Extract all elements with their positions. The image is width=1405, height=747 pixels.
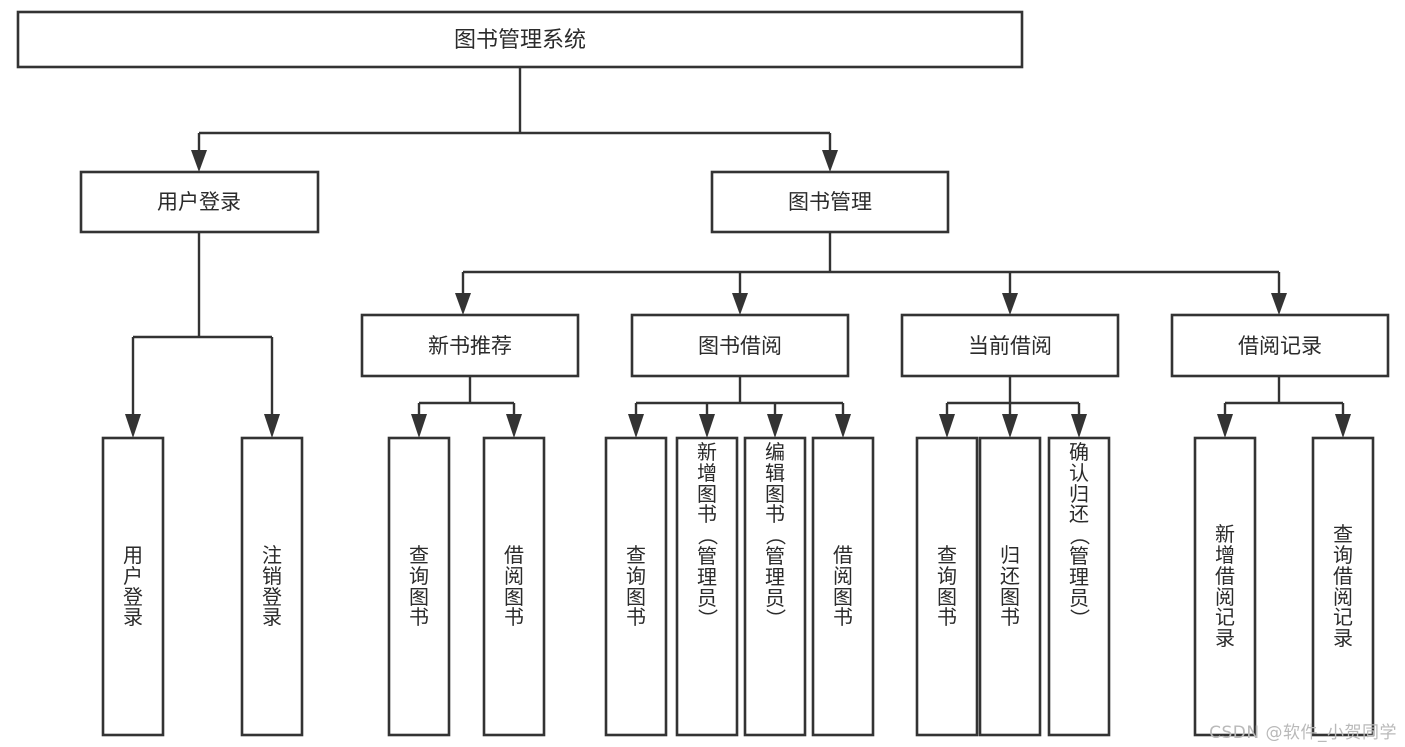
- arrow-head-current-leaf1: [939, 414, 955, 438]
- node-book-management-label: 图书管理: [788, 190, 872, 214]
- leaf-box-return-book[interactable]: [978, 436, 1042, 737]
- node-book-management-box: [710, 170, 950, 234]
- node-user-login[interactable]: 用户登录: [79, 170, 320, 234]
- arrow-head-leaf-logout: [264, 414, 280, 438]
- connector-group: [125, 67, 1351, 438]
- node-borrow-record[interactable]: 借阅记录: [1170, 313, 1390, 378]
- node-root-label: 图书管理系统: [454, 28, 586, 53]
- leaf-box-borrow-book-1[interactable]: [482, 436, 546, 737]
- leaf-node-group: [101, 436, 1375, 737]
- node-root-system[interactable]: 图书管理系统: [16, 10, 1024, 69]
- node-current-borrow-box: [900, 313, 1120, 378]
- node-new-book-recommend[interactable]: 新书推荐: [360, 313, 580, 378]
- node-book-borrow[interactable]: 图书借阅: [630, 313, 850, 378]
- arrow-head-borrow-leaf4: [835, 414, 851, 438]
- arrow-head-borrow-leaf3: [767, 414, 783, 438]
- arrow-head-newbook-leaf1: [411, 414, 427, 438]
- arrow-head-book-mgmt: [822, 150, 838, 172]
- leaf-box-user-login[interactable]: [101, 436, 165, 737]
- node-user-login-label: 用户登录: [157, 190, 241, 214]
- arrow-head-borrow-leaf2: [699, 414, 715, 438]
- node-root-box: [16, 10, 1024, 69]
- leaf-box-edit-book-admin[interactable]: [743, 436, 807, 737]
- arrow-head-current-leaf3: [1071, 414, 1087, 438]
- arrow-head-record-leaf1: [1217, 414, 1233, 438]
- leaf-box-borrow-book-2[interactable]: [811, 436, 875, 737]
- arrow-head-current: [1002, 293, 1018, 315]
- arrow-head-record-leaf2: [1335, 414, 1351, 438]
- leaf-box-query-book-1[interactable]: [387, 436, 451, 737]
- leaf-box-confirm-return-admin[interactable]: [1047, 436, 1111, 737]
- arrow-head-borrow: [732, 293, 748, 315]
- arrow-head-current-leaf2: [1002, 414, 1018, 438]
- leaf-box-logout[interactable]: [240, 436, 304, 737]
- arrow-head-user-login: [191, 150, 207, 172]
- arrow-head-leaf-user-login: [125, 414, 141, 438]
- node-current-borrow[interactable]: 当前借阅: [900, 313, 1120, 378]
- leaf-box-query-book-3[interactable]: [915, 436, 979, 737]
- leaf-box-add-book-admin[interactable]: [675, 436, 739, 737]
- arrow-head-newbook-leaf2: [506, 414, 522, 438]
- node-borrow-record-label: 借阅记录: [1238, 334, 1322, 358]
- node-new-book-recommend-label: 新书推荐: [428, 334, 512, 358]
- node-borrow-record-box: [1170, 313, 1390, 378]
- node-book-borrow-label: 图书借阅: [698, 334, 782, 358]
- node-book-management[interactable]: 图书管理: [710, 170, 950, 234]
- arrow-head-borrow-leaf1: [628, 414, 644, 438]
- arrow-head-record: [1271, 293, 1287, 315]
- leaf-box-query-borrow-record[interactable]: [1311, 436, 1375, 737]
- arrow-head-newbook: [455, 293, 471, 315]
- node-user-login-box: [79, 170, 320, 234]
- leaf-box-query-book-2[interactable]: [604, 436, 668, 737]
- node-book-borrow-box: [630, 313, 850, 378]
- node-new-book-recommend-box: [360, 313, 580, 378]
- node-current-borrow-label: 当前借阅: [968, 334, 1052, 358]
- leaf-box-add-borrow-record[interactable]: [1193, 436, 1257, 737]
